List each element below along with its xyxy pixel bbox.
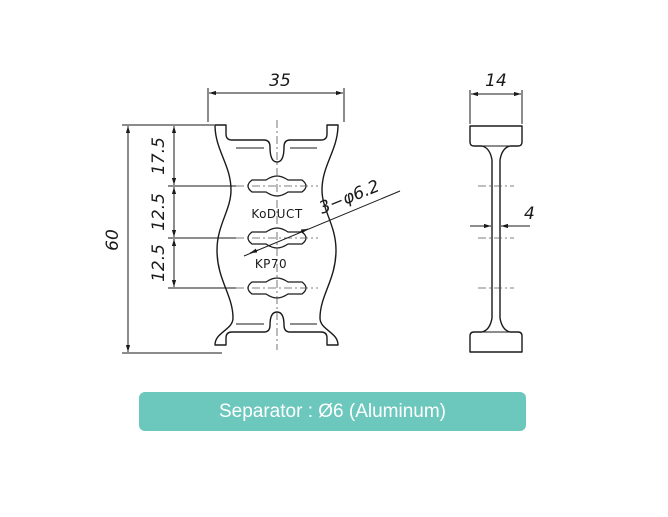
dimension-width-side: [469, 90, 523, 124]
dimension-height-front: [122, 124, 222, 354]
pitch-top-label: 17.5: [149, 137, 169, 175]
pitch-low-label: 12.5: [149, 244, 169, 282]
width-label-side: 14: [485, 71, 507, 91]
caption-text: Separator : Ø6 (Aluminum): [218, 400, 447, 422]
thickness-label-side: 4: [524, 204, 535, 224]
height-label-front: 60: [103, 229, 123, 251]
dimension-width-front: [207, 88, 345, 122]
side-center-lines: [478, 185, 514, 289]
separator-side-outline: [469, 125, 523, 353]
dimension-pitch: [168, 126, 236, 289]
slot-hole-bottom: [247, 277, 307, 299]
model-label: KP70: [255, 257, 287, 271]
separator-front-outline: [214, 124, 339, 346]
center-lines: [236, 120, 318, 350]
hole-leader: [243, 190, 401, 257]
width-label-front: 35: [269, 71, 291, 91]
brand-label: KoDUCT: [251, 207, 303, 221]
pitch-mid-label: 12.5: [149, 193, 169, 231]
caption-badge: Separator : Ø6 (Aluminum): [139, 392, 526, 431]
